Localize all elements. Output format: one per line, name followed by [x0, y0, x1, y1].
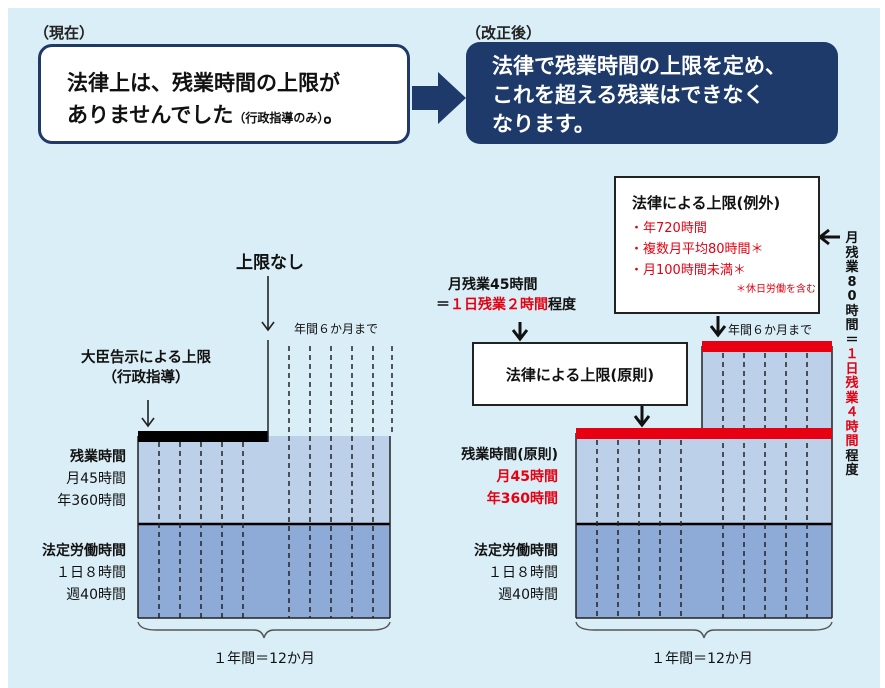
current-end: 。	[323, 103, 345, 127]
left-year-brace	[137, 621, 391, 639]
left-six-months-label: 年間６か月まで	[294, 322, 379, 336]
month45-eq: ＝	[436, 297, 450, 313]
left-month-dividers	[158, 346, 393, 618]
left-limit-bar	[138, 431, 268, 442]
left-overtime-title: 残業時間	[70, 449, 126, 465]
left-legal-title: 法定労働時間	[42, 543, 126, 559]
current-box: 法律上は、残業時間の上限が ありませんでした（行政指導のみ）。	[38, 44, 410, 144]
right-overtime-month: 月45時間	[496, 469, 558, 485]
diagram-canvas: （現在） （改正後） 法律上は、残業時間の上限が ありませんでした（行政指導のみ…	[8, 8, 880, 688]
principle-box: 法律による上限(原則)	[472, 342, 688, 406]
left-legal-labels: 法定労働時間 １日８時間 週40時間	[8, 540, 126, 604]
month45-end: 程度	[548, 297, 576, 313]
revised-tag: （改正後）	[466, 24, 542, 42]
minister-title: 大臣告示による上限	[80, 350, 212, 366]
left-overtime-month: 月45時間	[66, 471, 126, 487]
minister-sub: （行政指導）	[102, 370, 190, 386]
right-legal-title: 法定労働時間	[474, 543, 558, 559]
current-line1: 法律上は、残業時間の上限が	[67, 71, 340, 95]
arrow-right-icon	[412, 72, 466, 124]
right-overtime-labels: 残業時間(原則) 月45時間 年360時間	[408, 444, 558, 508]
right-legal-labels: 法定労働時間 １日８時間 週40時間	[408, 540, 558, 604]
revised-line-1: 法律で残業時間の上限を定め、	[492, 54, 786, 78]
current-line2: ありませんでした	[67, 103, 234, 127]
right-legal-week: 週40時間	[498, 587, 558, 603]
revised-line-3: なります。	[492, 112, 595, 136]
right-overtime-block	[576, 433, 832, 524]
right-year-brace	[575, 621, 833, 639]
right-exception-block	[702, 346, 832, 433]
side-end-text: 程度	[845, 448, 859, 478]
chart-graphics	[137, 228, 840, 639]
revised-line-2: これを超える残業はできなく	[492, 83, 765, 107]
exception-item-3: ・月100時間未満＊	[630, 263, 746, 278]
left-chart	[137, 276, 393, 639]
right-year-label: １年間＝12か月	[651, 651, 753, 667]
no-limit-label: 上限なし	[236, 253, 304, 273]
left-year-label: １年間＝12か月	[213, 651, 315, 667]
principle-label: 法律による上限(原則)	[505, 365, 655, 384]
left-legal-week: 週40時間	[66, 587, 126, 603]
left-legal-day: １日８時間	[56, 565, 126, 581]
exception-item-1: ・年720時間	[630, 221, 707, 236]
right-principle-limit-bar	[576, 428, 832, 439]
exception-title: 法律による上限(例外)	[632, 194, 781, 212]
current-note: （行政指導のみ）	[233, 111, 324, 125]
right-six-months-label: 年間６か月まで	[728, 323, 813, 337]
exception-note: ＊休日労働を含む	[736, 284, 816, 295]
right-overtime-title: 残業時間(原則)	[461, 447, 558, 463]
right-overtime-year: 年360時間	[486, 491, 558, 507]
current-tag: （現在）	[34, 24, 95, 42]
month45-line2: ＝１日残業２時間程度	[436, 294, 576, 314]
right-chart	[511, 228, 840, 639]
revised-box: 法律で残業時間の上限を定め、 これを超える残業はできなく なります。	[466, 42, 838, 144]
left-overtime-labels: 残業時間 月45時間 年360時間	[8, 446, 126, 510]
exception-item-2: ・複数月平均80時間＊	[630, 242, 764, 257]
right-exception-limit-bar	[702, 341, 832, 352]
month45-red: １日残業２時間	[450, 297, 548, 313]
left-overtime-year: 年360時間	[57, 493, 126, 509]
exception-box: 法律による上限(例外) ・年720時間 ・複数月平均80時間＊ ・月100時間未…	[614, 176, 820, 314]
right-legal-day: １日８時間	[488, 565, 558, 581]
right-month-dividers	[596, 353, 808, 618]
right-legal-block	[576, 524, 832, 618]
month45-line1: 月残業45時間	[448, 277, 538, 293]
current-line2-wrap: ありませんでした（行政指導のみ）。	[67, 99, 407, 134]
